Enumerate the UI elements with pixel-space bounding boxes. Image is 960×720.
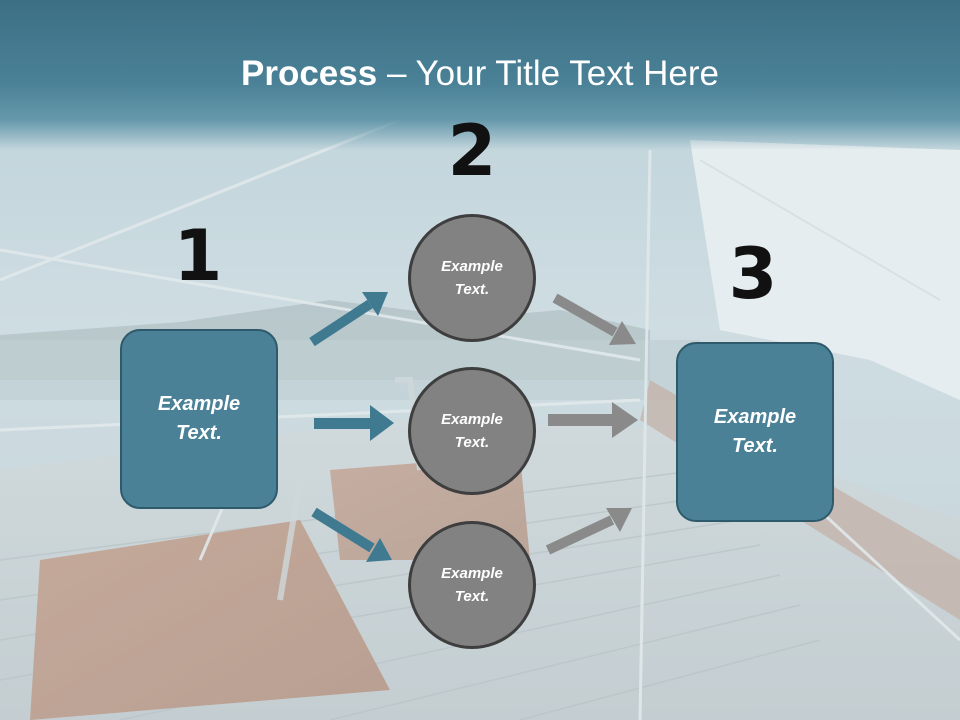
arrow-bottom-to-right-icon: [545, 508, 632, 555]
arrow-middle-to-right-icon: [548, 402, 638, 438]
circle-top-text: Example Text.: [441, 258, 503, 298]
arrow-left-to-bottom-icon: [311, 507, 392, 562]
title-bold: Process: [241, 54, 378, 93]
title-band: [0, 0, 960, 150]
step-number-2: 2: [447, 110, 497, 192]
arrow-left-to-middle-icon: [314, 405, 394, 441]
right-box-text: Example Text.: [713, 406, 797, 457]
left-box-text: Example Text.: [157, 393, 241, 444]
circle-middle-text: Example Text.: [441, 411, 503, 451]
process-circle-top[interactable]: Example Text.: [408, 214, 536, 342]
right-process-box[interactable]: Example Text.: [676, 342, 834, 522]
arrow-top-to-right-icon: [552, 293, 636, 345]
left-process-box[interactable]: Example Text.: [120, 329, 278, 509]
process-circle-middle[interactable]: Example Text.: [408, 367, 536, 495]
arrow-left-to-top-icon: [309, 292, 388, 347]
process-circle-bottom[interactable]: Example Text.: [408, 521, 536, 649]
circle-bottom-text: Example Text.: [441, 565, 503, 605]
step-number-3: 3: [728, 233, 778, 315]
slide-title: Process – Your Title Text Here: [0, 52, 960, 96]
step-number-1: 1: [173, 215, 223, 297]
title-rest: – Your Title Text Here: [377, 54, 719, 93]
